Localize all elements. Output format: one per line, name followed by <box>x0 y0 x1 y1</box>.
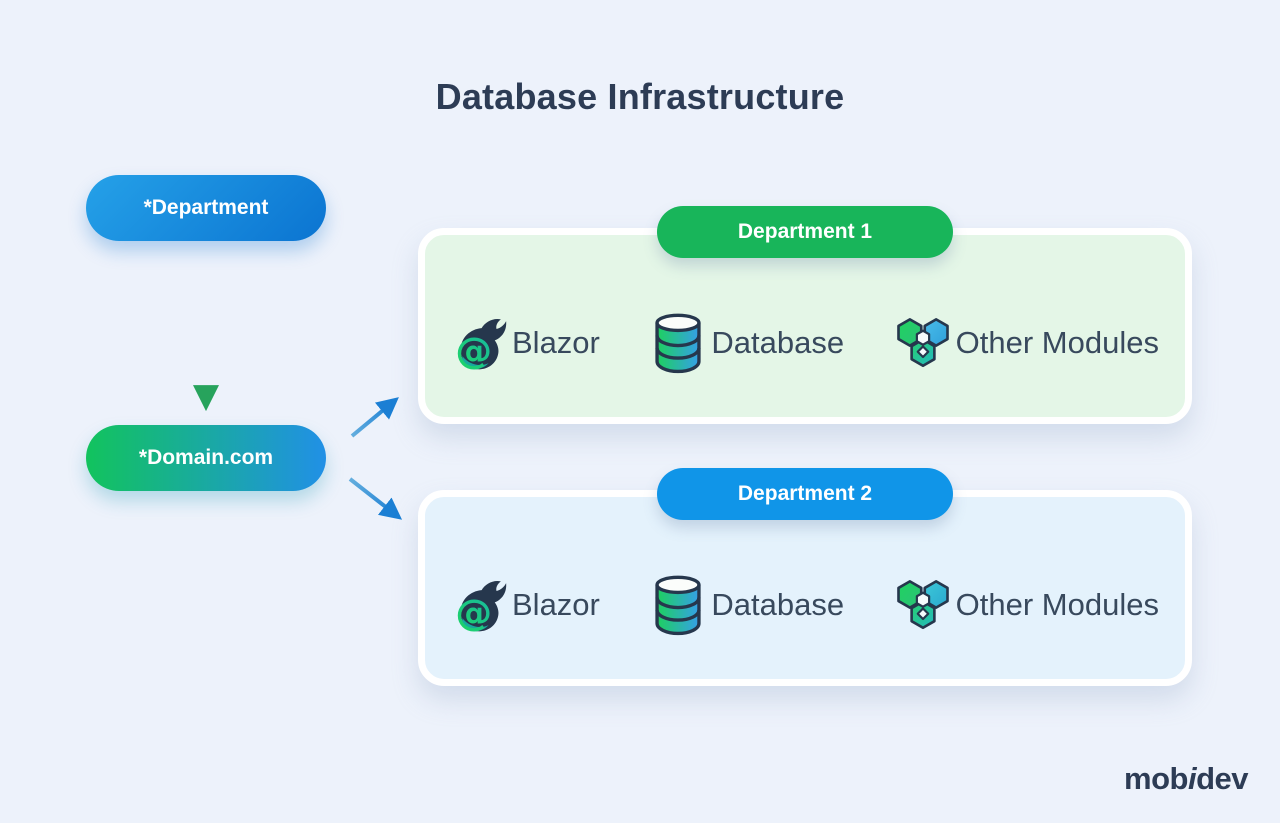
module-database-label: Database <box>711 587 845 622</box>
module-blazor-label: Blazor <box>512 587 600 622</box>
department-1-badge: Department 1 <box>657 206 953 258</box>
department-1-label: Department 1 <box>737 220 873 243</box>
department-1-panel: Department 1 @ Blazor <box>418 206 1192 424</box>
blazor-icon: @ <box>451 575 507 635</box>
database-icon <box>650 575 706 636</box>
mobidev-logo: mobidev <box>1124 761 1248 797</box>
domain-node-label: *Domain.com <box>138 446 274 469</box>
logo-suffix: dev <box>1196 761 1248 796</box>
module-other: Other Modules <box>895 575 1159 635</box>
blazor-icon: @ <box>451 313 507 373</box>
diagram-title: Database Infrastructure <box>435 76 845 117</box>
svg-text:@: @ <box>455 329 492 372</box>
database-icon <box>650 313 706 374</box>
module-other: Other Modules <box>895 313 1159 373</box>
logo-accent-letter: i <box>1187 761 1197 796</box>
svg-text:@: @ <box>455 591 492 634</box>
module-other-label: Other Modules <box>955 587 1159 622</box>
arrow-domain-to-dept1 <box>350 397 399 438</box>
modules-icon <box>895 575 951 635</box>
department-2-label: Department 2 <box>737 482 873 505</box>
module-blazor-label: Blazor <box>512 325 600 360</box>
arrow-domain-to-dept2 <box>348 477 403 520</box>
modules-icon <box>895 313 951 373</box>
logo-prefix: mob <box>1124 761 1188 796</box>
department-2-panel: Department 2 @ Blazor <box>418 468 1192 686</box>
module-blazor: @ Blazor <box>451 313 600 373</box>
module-database-label: Database <box>711 325 845 360</box>
domain-node: *Domain.com <box>86 425 326 491</box>
module-database: Database <box>650 313 845 374</box>
module-other-label: Other Modules <box>955 325 1159 360</box>
department-1-modules: @ Blazor <box>425 313 1185 374</box>
department-node: *Department <box>86 175 326 241</box>
module-database: Database <box>650 575 845 636</box>
department-2-badge: Department 2 <box>657 468 953 520</box>
module-blazor: @ Blazor <box>451 575 600 635</box>
department-node-label: *Department <box>143 196 269 219</box>
department-2-modules: @ Blazor <box>425 575 1185 636</box>
